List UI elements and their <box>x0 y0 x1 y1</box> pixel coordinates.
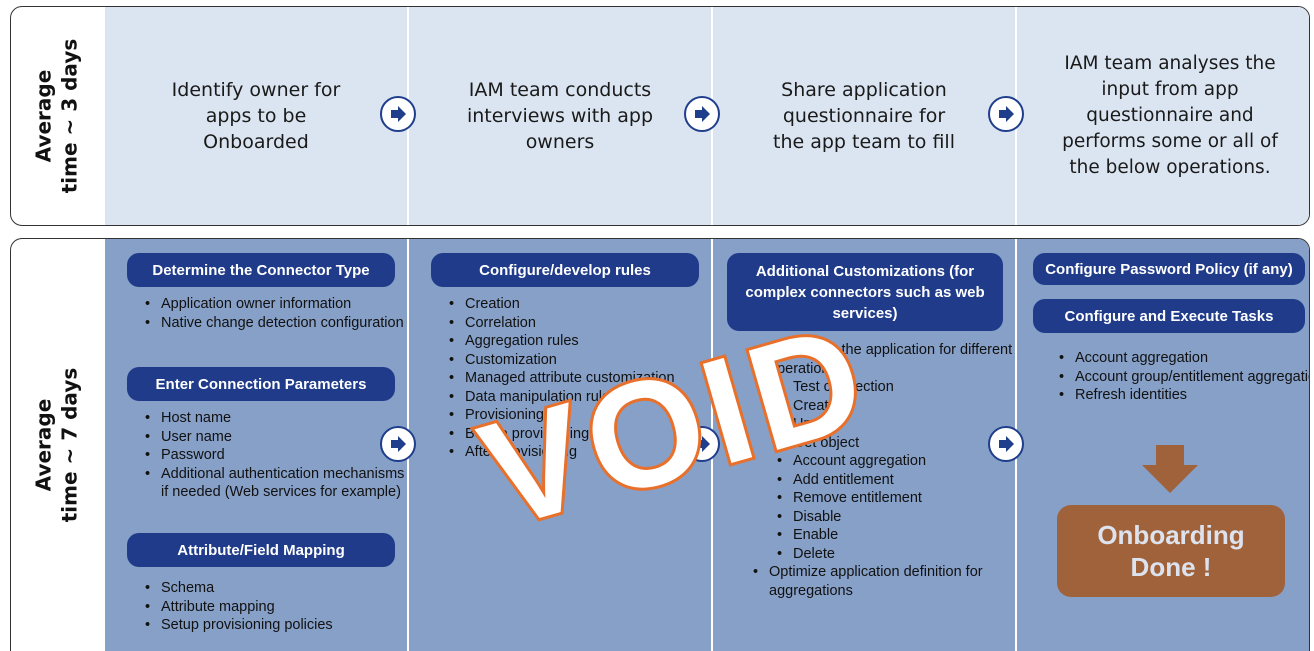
attribute-mapping-list: Schema Attribute mapping Setup provision… <box>139 579 411 635</box>
top-step-1-text: Identify owner for apps to be Onboarded <box>171 79 341 153</box>
tasks-list: Account aggregation Account group/entitl… <box>1053 349 1309 405</box>
list-item: Delete <box>777 545 1019 564</box>
list-item: User name <box>145 428 411 447</box>
list-item: Password <box>145 446 411 465</box>
list-item: Disable <box>777 508 1019 527</box>
list-item: Get object <box>777 434 1019 453</box>
top-row-label-line1: Average <box>31 69 55 163</box>
list-item: Before provisioning <box>449 425 715 444</box>
section-title-customizations: Additional Customizations (for complex c… <box>727 253 1003 331</box>
list-item: Add entitlement <box>777 471 1019 490</box>
rules-list: Creation Correlation Aggregation rules C… <box>443 295 715 462</box>
chevron-right-circle-icon <box>684 96 720 132</box>
bottom-row-label: Average time ~ 7 days <box>11 239 101 651</box>
bottom-col-rules: Configure/develop rules Creation Correla… <box>409 239 711 651</box>
list-item: Enable <box>777 526 1019 545</box>
top-step-2: IAM team conducts interviews with app ow… <box>409 7 711 225</box>
list-item: After provisioning <box>449 443 715 462</box>
down-arrow-icon <box>1142 445 1198 493</box>
list-item: Customize the application for different … <box>753 341 1019 563</box>
list-item: Correlation <box>449 314 715 333</box>
section-title-tasks: Configure and Execute Tasks <box>1033 299 1305 333</box>
list-item: Setup provisioning policies <box>145 616 411 635</box>
section-title-password-policy: Configure Password Policy (if any) <box>1033 253 1305 285</box>
list-item: Provisioning <box>449 406 715 425</box>
list-item: Account group/entitlement aggregation <box>1059 368 1309 387</box>
bottom-row-label-line1: Average <box>31 398 55 492</box>
chevron-right-circle-icon <box>380 96 416 132</box>
section-title-connector-type: Determine the Connector Type <box>127 253 395 287</box>
list-item: Schema <box>145 579 411 598</box>
top-step-1: Identify owner for apps to be Onboarded <box>105 7 407 225</box>
list-item: Update <box>777 415 1019 434</box>
top-step-2-text: IAM team conducts interviews with app ow… <box>466 79 654 153</box>
list-item: Additional authentication mechanisms if … <box>145 465 411 502</box>
section-title-rules: Configure/develop rules <box>431 253 699 287</box>
chevron-right-circle-icon <box>988 426 1024 462</box>
bottom-row-label-line2: time ~ 7 days <box>57 367 81 523</box>
bottom-col-tasks: Configure Password Policy (if any) Confi… <box>1017 239 1309 651</box>
bottom-col-customizations: Additional Customizations (for complex c… <box>713 239 1015 651</box>
list-item: Aggregation rules <box>449 332 715 351</box>
list-item: Customization <box>449 351 715 370</box>
list-item: Creation <box>449 295 715 314</box>
chevron-right-circle-icon <box>380 426 416 462</box>
list-item: Data manipulation rules <box>449 388 715 407</box>
operations-sublist: Test connection Create Update Get object… <box>769 378 1019 563</box>
chevron-right-circle-icon <box>988 96 1024 132</box>
list-item: Remove entitlement <box>777 489 1019 508</box>
list-item: Native change detection configuration <box>145 314 411 333</box>
top-row-frame: Average time ~ 3 days Identify owner for… <box>10 6 1310 226</box>
customizations-list: Customize the application for different … <box>747 341 1019 600</box>
list-item: Attribute mapping <box>145 598 411 617</box>
connection-parameters-list: Host name User name Password Additional … <box>139 409 411 502</box>
bottom-row-frame: Average time ~ 7 days Determine the Conn… <box>10 238 1310 651</box>
list-item: Application owner information <box>145 295 411 314</box>
list-item: Managed attribute customization <box>449 369 715 388</box>
section-title-attribute-mapping: Attribute/Field Mapping <box>127 533 395 567</box>
list-item: Optimize application definition for aggr… <box>753 563 1019 600</box>
top-step-4-text: IAM team analyses the input from app que… <box>1062 53 1278 178</box>
list-item: Host name <box>145 409 411 428</box>
chevron-right-circle-icon <box>684 426 720 462</box>
list-item-text: Customize the application for different … <box>769 342 1013 377</box>
list-item: Account aggregation <box>1059 349 1309 368</box>
onboarding-done-box: Onboarding Done ! <box>1057 505 1285 597</box>
bottom-col-connector: Determine the Connector Type Application… <box>105 239 407 651</box>
top-step-4: IAM team analyses the input from app que… <box>1017 7 1309 225</box>
list-item: Create <box>777 397 1019 416</box>
connector-type-list: Application owner information Native cha… <box>139 295 411 332</box>
top-step-3: Share application questionnaire for the … <box>713 7 1015 225</box>
section-title-connection-parameters: Enter Connection Parameters <box>127 367 395 401</box>
list-item: Refresh identities <box>1059 386 1309 405</box>
top-row-label-line2: time ~ 3 days <box>57 38 81 194</box>
top-row-label: Average time ~ 3 days <box>11 7 101 225</box>
top-step-3-text: Share application questionnaire for the … <box>773 79 955 153</box>
list-item: Account aggregation <box>777 452 1019 471</box>
list-item: Test connection <box>777 378 1019 397</box>
